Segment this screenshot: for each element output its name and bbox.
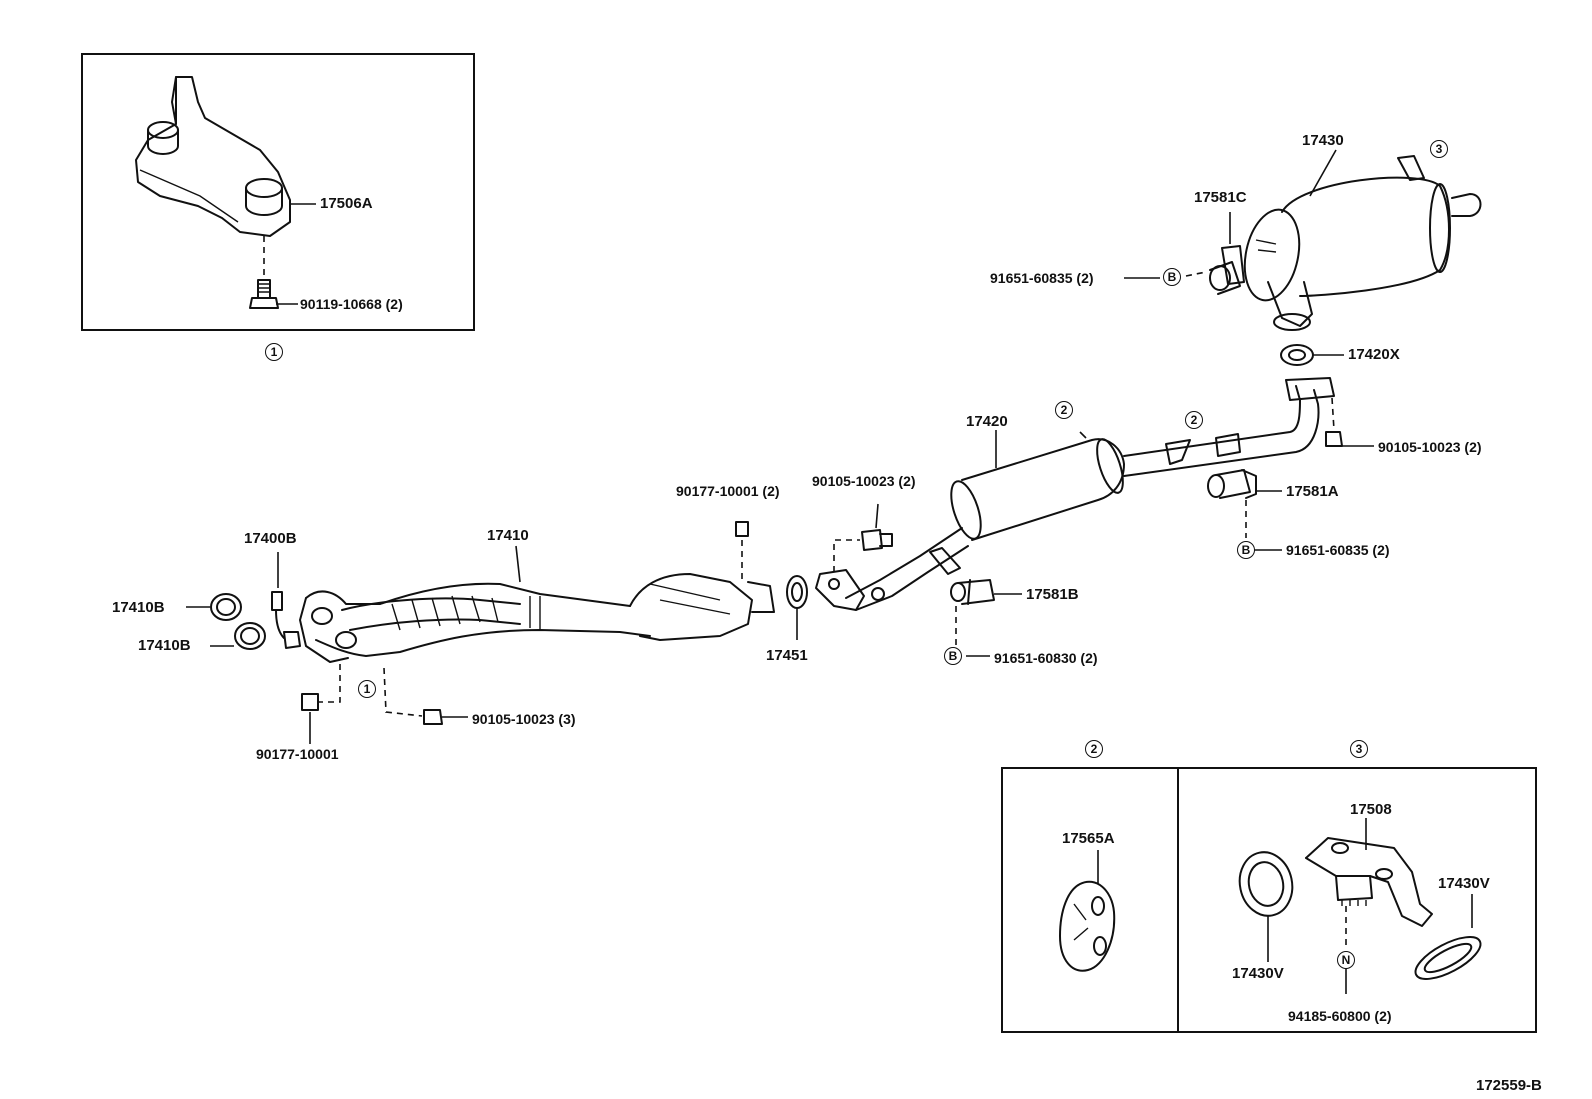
label-17420X: 17420X [1348, 346, 1400, 363]
label-90105-10023-right: 90105-10023 (2) [1378, 439, 1482, 455]
callout-B-right: B [1237, 541, 1255, 559]
callout-3-inset: 3 [1350, 740, 1368, 758]
label-17581C: 17581C [1194, 189, 1247, 206]
diagram-id: 172559-B [1476, 1077, 1542, 1094]
label-17581B: 17581B [1026, 586, 1079, 603]
callout-B-top: B [1163, 268, 1181, 286]
label-90105-10023-low: 90105-10023 (3) [472, 711, 576, 727]
callout-3-muffler: 3 [1430, 140, 1448, 158]
callout-2-b: 2 [1185, 411, 1203, 429]
gasket-17420X [1280, 344, 1314, 366]
label-17451: 17451 [766, 647, 808, 664]
label-91651-60835-right: 91651-60835 (2) [1286, 542, 1390, 558]
gasket-17451 [786, 575, 808, 609]
hanger-17581B [950, 579, 995, 605]
bolt-90105-10023-right [1325, 431, 1343, 447]
hanger-17581C [1209, 245, 1245, 295]
label-17400B: 17400B [244, 530, 297, 547]
label-17410B-upper: 17410B [112, 599, 165, 616]
label-17430V-right: 17430V [1438, 875, 1490, 892]
label-17430: 17430 [1302, 132, 1344, 149]
gasket-17430V-right [1414, 936, 1482, 980]
bolt-90105-10023-low [423, 709, 443, 725]
label-17410B-lower: 17410B [138, 637, 191, 654]
hanger-17581A [1207, 469, 1257, 499]
nut-90177-10001-low [301, 693, 319, 711]
inset-box-1 [81, 53, 475, 331]
label-17420: 17420 [966, 413, 1008, 430]
label-17565A: 17565A [1062, 830, 1115, 847]
label-90119-10668: 90119-10668 (2) [300, 296, 403, 312]
label-94185-60800: 94185-60800 (2) [1288, 1008, 1392, 1024]
hanger-rubber-17565A [1059, 880, 1116, 972]
gasket-17410B-lower [234, 622, 266, 650]
bolt-90105-10023-mid [861, 529, 893, 551]
label-17506A: 17506A [320, 195, 373, 212]
label-90105-10023-mid: 90105-10023 (2) [812, 473, 916, 489]
bracket-17508 [1305, 837, 1433, 927]
bolt-90119-10668 [249, 279, 279, 309]
callout-1-inset: 1 [265, 343, 283, 361]
callout-2-a: 2 [1055, 401, 1073, 419]
callout-1-pipe: 1 [358, 680, 376, 698]
inset-box-2 [1001, 767, 1179, 1033]
label-17508: 17508 [1350, 801, 1392, 818]
label-17430V-left: 17430V [1232, 965, 1284, 982]
label-91651-60830: 91651-60830 (2) [994, 650, 1098, 666]
callout-N: N [1337, 951, 1355, 969]
label-90177-10001-mid: 90177-10001 (2) [676, 483, 780, 499]
label-17410: 17410 [487, 527, 529, 544]
nut-90177-10001-mid [735, 521, 749, 537]
label-90177-10001-low: 90177-10001 [256, 746, 339, 762]
inset-box-3 [1177, 767, 1537, 1033]
label-91651-60835-top: 91651-60835 (2) [990, 270, 1094, 286]
center-muffler-17420 [815, 377, 1335, 611]
gasket-17430V-left [1238, 851, 1294, 917]
label-17581A: 17581A [1286, 483, 1339, 500]
rear-muffler-17430 [1243, 155, 1482, 331]
callout-B-mid: B [944, 647, 962, 665]
gasket-17410B-upper [210, 593, 242, 621]
front-pipe-17410 [299, 573, 775, 663]
callout-2-inset: 2 [1085, 740, 1103, 758]
bracket-17506A [135, 76, 291, 237]
sensor-17400B [271, 591, 301, 649]
